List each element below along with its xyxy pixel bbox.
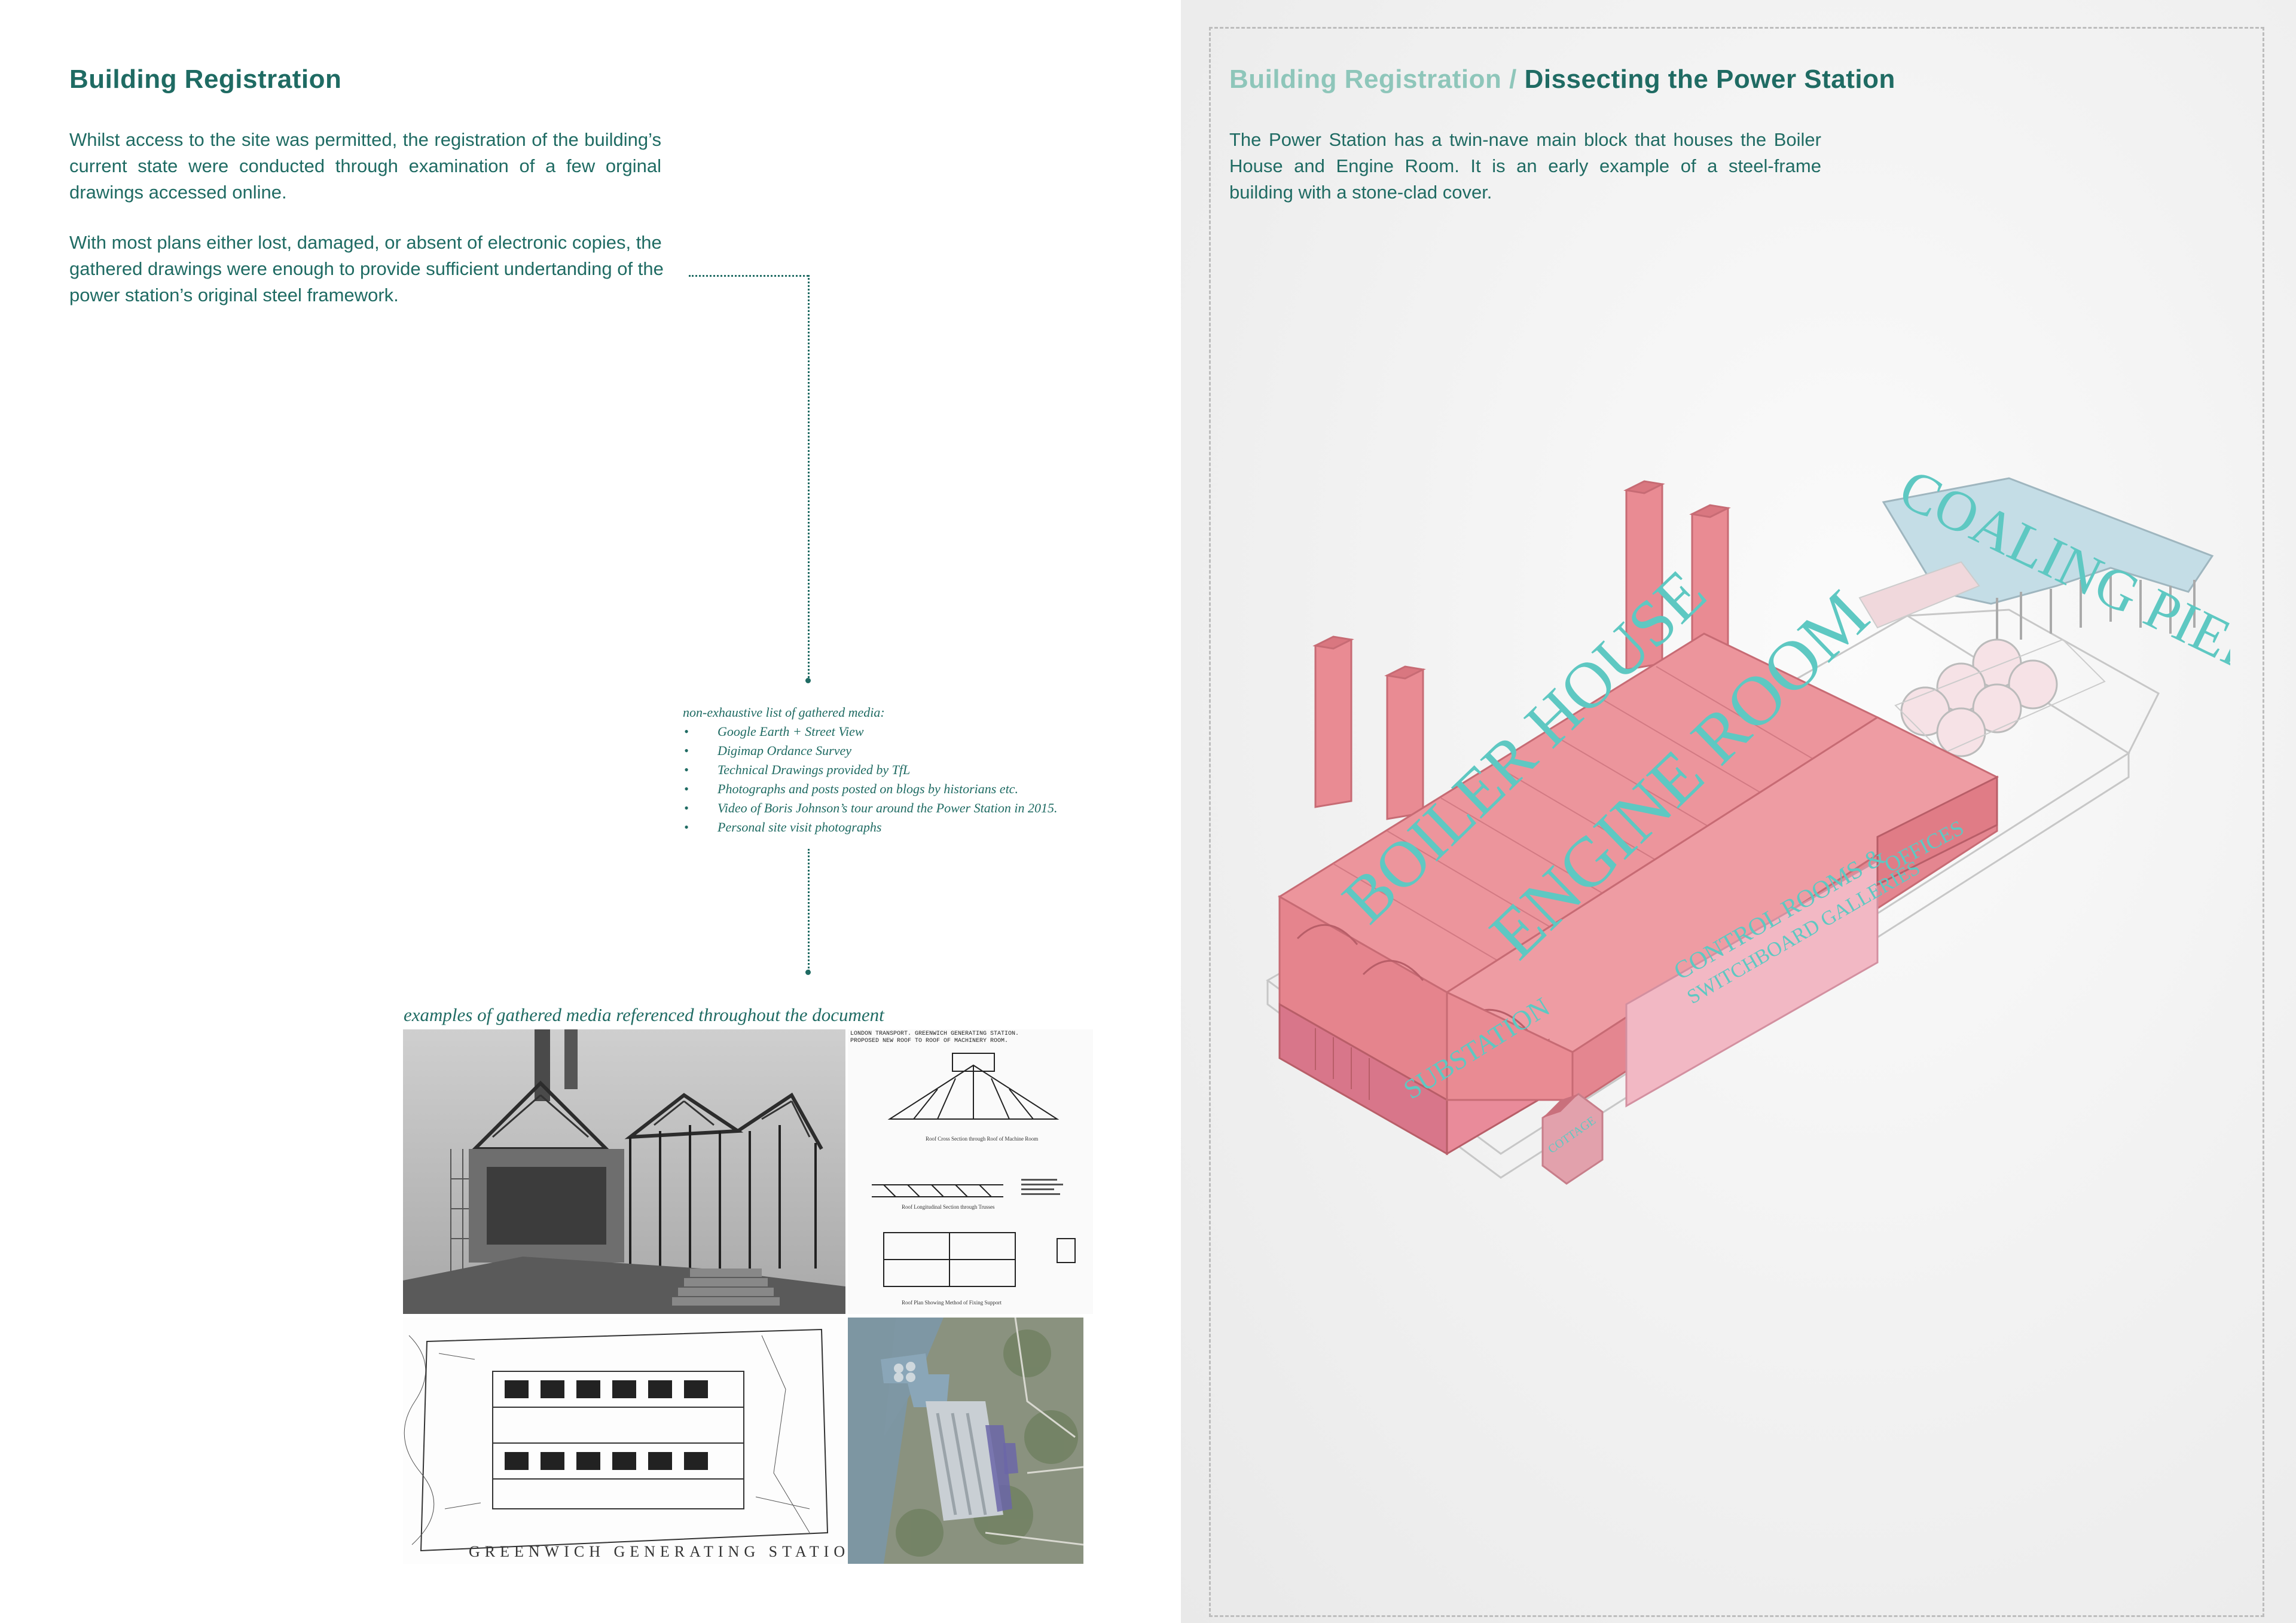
connector-line-horizontal <box>689 275 808 277</box>
cottage-building: COTTAGE <box>1541 1093 1604 1185</box>
connector-end-dot <box>805 970 811 975</box>
connector-line-vertical-top <box>808 275 810 681</box>
media-caption: examples of gathered media referenced th… <box>404 1004 884 1025</box>
left-intro-paragraph-2: With most plans either lost, damaged, or… <box>69 232 664 305</box>
connector-end-dot <box>805 678 811 683</box>
boiler-house-roof-ribs <box>1333 666 1824 963</box>
right-intro-paragraph: The Power Station has a twin-nave main b… <box>1229 129 1821 203</box>
isometric-power-station-diagram: COALING PIER <box>1266 466 2230 1185</box>
title-section-prefix: Building Registration / <box>1229 65 1517 94</box>
title-section-name: Dissecting the Power Station <box>1524 65 1895 94</box>
technical-roof-drawing: LONDON TRANSPORT. GREENWICH GENERATING S… <box>848 1029 1093 1314</box>
conveyor-link <box>1858 561 1980 629</box>
historic-construction-photo <box>403 1029 845 1314</box>
right-page-frame <box>1209 27 2264 1617</box>
drawing-label: Roof Plan Showing Method of Fixing Suppo… <box>902 1300 1002 1306</box>
list-item: Photographs and posts posted on blogs by… <box>683 780 1125 799</box>
connector-line-vertical-bottom <box>808 849 810 971</box>
media-list-title: non-exhaustive list of gathered media: <box>683 705 885 720</box>
drawing-label: Roof Longitudinal Section through Trusse… <box>902 1204 995 1210</box>
left-page-title: Building Registration <box>69 65 342 94</box>
tank-enclosure <box>1894 638 2106 754</box>
drawing-header: LONDON TRANSPORT. GREENWICH GENERATING S… <box>850 1031 1019 1044</box>
site-plan-label: GREENWICH GENERATING STATION <box>469 1543 845 1560</box>
list-item: Digimap Ordance Survey <box>683 741 1125 760</box>
drawing-label: Roof Cross Section through Roof of Machi… <box>926 1136 1038 1142</box>
storage-tanks <box>1900 638 2058 757</box>
historic-site-plan: GREENWICH GENERATING STATION <box>403 1318 845 1564</box>
offices-block <box>1876 775 1998 887</box>
list-item: Video of Boris Johnson’s tour around the… <box>683 799 1125 818</box>
chimneys <box>1312 480 1731 820</box>
list-item: Personal site visit photographs <box>683 818 1125 837</box>
list-item: Google Earth + Street View <box>683 722 1125 741</box>
right-page-title: Building Registration / Dissecting the P… <box>1229 65 1895 94</box>
list-item: Technical Drawings provided by TfL <box>683 760 1125 780</box>
gathered-media-list: non-exhaustive list of gathered media: G… <box>683 703 1125 837</box>
left-intro-paragraph-1: Whilst access to the site was permitted,… <box>69 129 661 203</box>
aerial-satellite-map <box>848 1318 1083 1564</box>
